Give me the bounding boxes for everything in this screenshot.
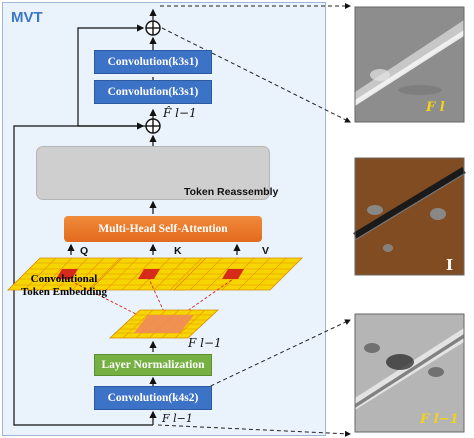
sum-node-top bbox=[145, 20, 161, 36]
embedding-grid bbox=[108, 309, 220, 339]
residual-top bbox=[77, 24, 146, 127]
conv-k3s1-top: Convolution(k3s1) bbox=[94, 50, 212, 74]
v-grid bbox=[173, 257, 303, 291]
residual-long bbox=[13, 122, 153, 426]
f-hat-prev-symbol: F̂ l−1 bbox=[163, 106, 197, 120]
f-input-symbol: F l−1 bbox=[162, 412, 193, 425]
multi-head-self-attention: Multi-Head Self-Attention bbox=[64, 216, 262, 242]
k-label: K bbox=[174, 245, 182, 257]
v-label: V bbox=[262, 245, 270, 257]
token-reassembly-label: Token Reassembly bbox=[184, 186, 279, 198]
thumbnail-middle-label: I bbox=[446, 256, 454, 274]
conv-k3s1-mid: Convolution(k3s1) bbox=[94, 80, 212, 104]
mvt-title: MVT bbox=[11, 9, 43, 26]
f-input-label: F l−1 bbox=[162, 412, 193, 425]
thumbnail-middle-image bbox=[353, 157, 466, 276]
f-prev-symbol: F l−1 bbox=[188, 336, 222, 350]
conv-token-embedding-label: Convolutional Token Embedding bbox=[20, 273, 108, 298]
q-label: Q bbox=[80, 245, 89, 257]
conv-k4s2: Convolution(k4s2) bbox=[94, 386, 212, 410]
token-reassembly-block bbox=[36, 146, 270, 200]
thumbnail-top-label: F l bbox=[426, 100, 445, 115]
thumbnail-bottom-label: F l−1 bbox=[420, 412, 459, 427]
f-hat-prev-label: F̂ l−1 bbox=[163, 106, 197, 120]
thumbnail-top-image bbox=[354, 6, 465, 123]
sum-node-mid bbox=[145, 118, 161, 134]
layer-normalization: Layer Normalization bbox=[94, 354, 212, 376]
f-prev-label: F l−1 bbox=[188, 336, 222, 350]
thumbnail-bottom-image bbox=[354, 313, 465, 433]
